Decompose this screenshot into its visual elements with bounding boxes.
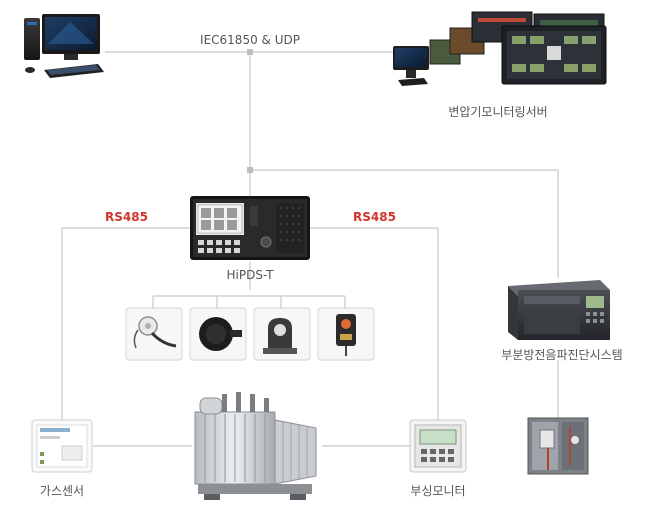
- server-screens-icon: [393, 11, 607, 86]
- power-transformer-icon: [194, 392, 317, 500]
- junction-dots: [247, 49, 253, 173]
- ct-sensor-icon: [253, 307, 311, 361]
- hipds-device-icon: [190, 196, 310, 260]
- pd-system-label: 부분방전음파진단시스템: [501, 348, 623, 362]
- hipds-label: HiPDS-T: [226, 268, 274, 282]
- gas-sensor-label: 가스센서: [39, 484, 85, 498]
- oil-level-sensor-icon: [317, 307, 375, 361]
- temperature-probe-icon: [125, 307, 183, 361]
- round-sensor-icon: [189, 307, 247, 361]
- tap-monitor-icon: [409, 419, 467, 473]
- transformer-server-label: 변압기모니터링서버: [448, 105, 548, 119]
- partial-discharge-rack-icon: [508, 280, 610, 340]
- acoustic-sensor-photo-icon: [527, 417, 589, 475]
- tap-monitor-label: 부싱모니터: [410, 484, 466, 498]
- gas-sensor-icon: [31, 419, 93, 473]
- rs485-right-label: RS485: [353, 210, 396, 224]
- connection-lines: [61, 51, 559, 447]
- protocol-label: IEC61850 & UDP: [200, 33, 300, 47]
- rs485-left-label: RS485: [105, 210, 148, 224]
- desktop-computer-icon: [24, 14, 104, 78]
